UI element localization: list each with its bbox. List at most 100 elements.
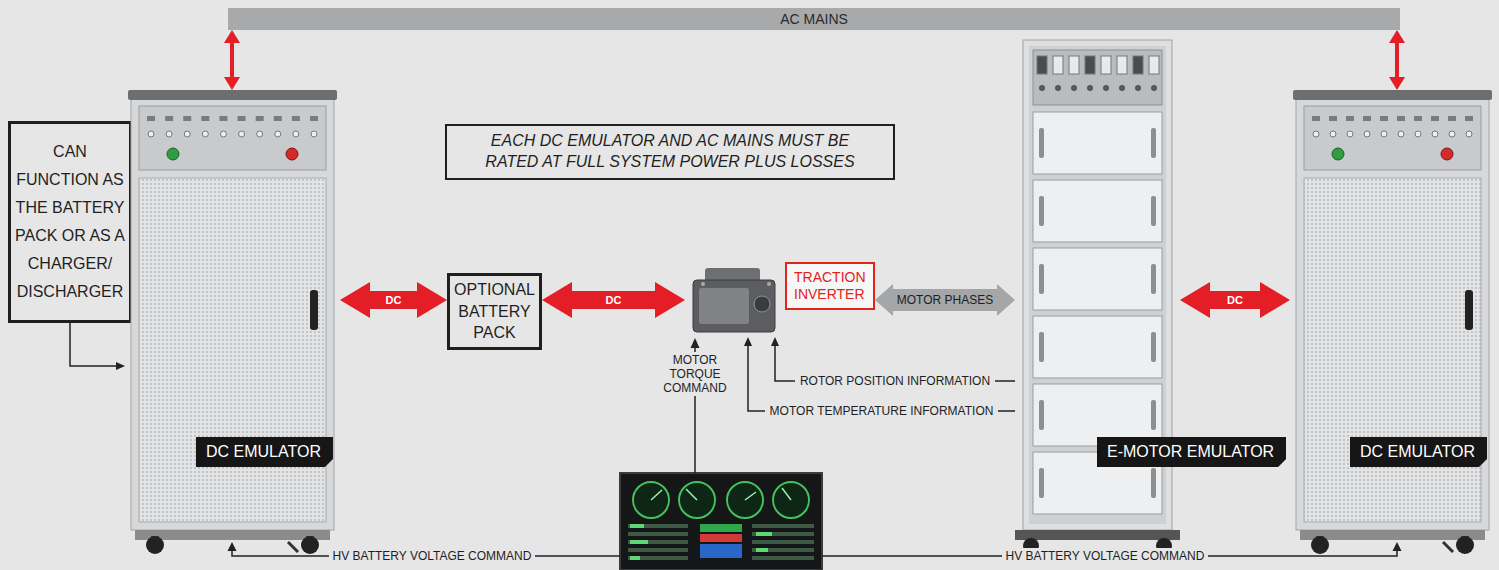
- knob: [239, 131, 245, 137]
- panel-knob: [1119, 85, 1125, 91]
- dc-power-arrow: [340, 282, 447, 318]
- box-text: EACH DC EMULATOR AND AC MAINS MUST BE RA…: [477, 131, 863, 173]
- knob: [220, 131, 226, 137]
- dc-emulator-cabinet: DC EMULATOR: [125, 90, 340, 555]
- panel-module: [1133, 56, 1143, 74]
- indicator: [147, 116, 155, 121]
- indicator: [1397, 116, 1405, 121]
- power-bus-band: AC MAINS: [228, 8, 1400, 30]
- battery-box: OPTIONAL BATTERY PACK: [447, 273, 542, 350]
- knob: [1364, 131, 1370, 137]
- red-button: [286, 148, 298, 160]
- dc-power-arrow: [1180, 282, 1290, 318]
- name-tag: TRACTION INVERTER: [785, 262, 875, 310]
- control-panel: [1304, 106, 1481, 170]
- chassis-handle: [1039, 332, 1044, 362]
- knob: [1330, 131, 1336, 137]
- name-tag: DC EMULATOR: [1350, 437, 1487, 467]
- screen-frame: [620, 473, 822, 570]
- indicator: [1431, 116, 1439, 121]
- indicator: [1380, 116, 1388, 121]
- indicator: [292, 116, 300, 121]
- equipment-name: DC EMULATOR: [1360, 443, 1475, 461]
- chassis-handle: [1151, 468, 1156, 498]
- name-tag: DC EMULATOR: [196, 437, 333, 467]
- panel-module: [1069, 56, 1079, 74]
- equipment-name: E-MOTOR EMULATOR: [1107, 443, 1274, 461]
- mesh-door: [1304, 178, 1481, 522]
- chassis: [1033, 316, 1162, 378]
- door-handle: [310, 290, 318, 330]
- arrowhead: [224, 30, 240, 43]
- knob: [1432, 131, 1438, 137]
- chassis-handle: [1039, 128, 1044, 158]
- connector: [542, 282, 685, 318]
- knob: [1313, 131, 1319, 137]
- panel-knob: [1039, 85, 1045, 91]
- indicator: [310, 116, 318, 121]
- connector: [744, 337, 1015, 411]
- door-handle: [1465, 290, 1473, 330]
- knob: [1466, 131, 1472, 137]
- screen-values: [630, 526, 772, 558]
- chassis: [1033, 112, 1162, 174]
- e-motor-emulator-rack: E-MOTOR EMULATOR: [1015, 40, 1180, 555]
- control-screen: [620, 473, 822, 570]
- connector: [224, 30, 240, 90]
- signal-line: [70, 323, 118, 366]
- arrowhead: [771, 337, 779, 346]
- cabinet-top: [128, 90, 337, 100]
- chassis: [1033, 384, 1162, 446]
- ac-power-line: [1395, 41, 1399, 79]
- indicator: [183, 116, 191, 121]
- knob: [1381, 131, 1387, 137]
- inverter-body: [693, 280, 775, 332]
- screen-rows: [628, 526, 814, 558]
- leader-line: [232, 346, 1397, 556]
- panel-module: [1101, 56, 1111, 74]
- red-button: [1441, 148, 1453, 160]
- node-illustration: [685, 262, 785, 337]
- equipment-name: DC EMULATOR: [206, 443, 321, 461]
- connector-label: DC: [1227, 293, 1243, 307]
- name-tag: E-MOTOR EMULATOR: [1097, 437, 1286, 467]
- leader-line: [694, 346, 696, 473]
- knob: [148, 131, 154, 137]
- indicator: [201, 116, 209, 121]
- motor-phase-arrow: [875, 284, 1015, 316]
- indicator: [238, 116, 246, 121]
- brake-lever: [288, 542, 298, 552]
- knob: [293, 131, 299, 137]
- connector-label: ROTOR POSITION INFORMATION: [795, 374, 995, 388]
- connector-label: DC: [606, 293, 622, 307]
- note-box: EACH DC EMULATOR AND AC MAINS MUST BE RA…: [445, 124, 895, 180]
- panel-knob: [1055, 85, 1061, 91]
- leader-line: [822, 550, 1397, 556]
- indicator: [1448, 116, 1456, 121]
- indicator: [219, 116, 227, 121]
- wheel: [1311, 536, 1329, 554]
- knob: [184, 131, 190, 137]
- arrowhead: [1393, 542, 1402, 551]
- cabinet-body: [131, 94, 334, 530]
- connector: [70, 323, 125, 370]
- green-button: [167, 148, 179, 160]
- chassis-handle: [1151, 332, 1156, 362]
- indicator: [256, 116, 264, 121]
- knob: [257, 131, 263, 137]
- equipment-name: TRACTION INVERTER: [794, 269, 866, 303]
- arrowhead: [116, 362, 125, 370]
- connector-label: MOTOR TEMPERATURE INFORMATION: [765, 404, 999, 418]
- node-illustration: [125, 90, 340, 555]
- chassis-handle: [1039, 468, 1044, 498]
- indicator: [1414, 116, 1422, 121]
- chassis: [1033, 180, 1162, 242]
- arrowhead: [1389, 77, 1405, 90]
- arrowhead: [744, 337, 752, 346]
- panel-module: [1085, 56, 1095, 74]
- ac-power-line: [230, 41, 234, 79]
- wheel: [1023, 538, 1039, 554]
- knob: [1398, 131, 1404, 137]
- panel-module: [1053, 56, 1063, 74]
